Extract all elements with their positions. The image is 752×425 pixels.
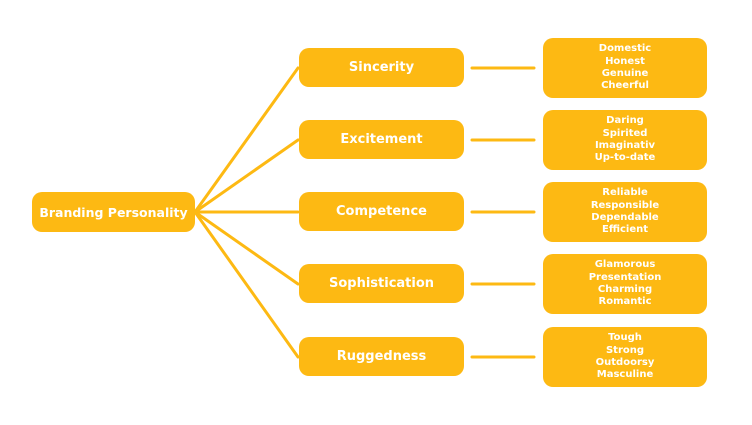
connector-root-sincerity [193,66,300,214]
attribute-item: Efficient [601,224,649,236]
attribute-item: Imaginativ [594,140,656,151]
trait-node-sophistication: Sophistication [299,264,464,303]
root-node: Branding Personality [32,192,195,232]
attribute-item: Domestic [598,43,652,55]
attribute-item: Honest [605,55,645,67]
attribute-item: Genuine [601,68,649,79]
connector-root-excitement [193,138,300,214]
trait-to-detail-connectors [470,66,536,359]
attribute-item: Reliable [602,187,648,199]
attribute-item: Tough [608,332,642,344]
detail-node-sophistication: Glamorous Presentation Charming Romantic [543,254,707,314]
attribute-item: Strong [605,344,645,356]
attribute-item: Romantic [598,296,652,308]
attribute-item: Spirited [602,127,648,139]
detail-node-competence: Reliable Responsible Dependable Efficien… [543,182,707,242]
attribute-item: Glamorous [594,259,656,271]
root-to-trait-connectors [193,66,300,359]
attribute-item: Charming [597,284,653,295]
attribute-item: Dependable [591,212,659,223]
connector-root-ruggedness [193,210,300,359]
trait-node-competence: Competence [299,192,464,231]
attribute-item: Outdoorsy [595,357,655,368]
detail-node-excitement: Daring Spirited Imaginativ Up-to-date [543,110,707,170]
attribute-item: Cheerful [601,80,649,92]
attribute-item: Up-to-date [594,152,656,164]
connector-root-sophistication [193,210,300,286]
detail-node-sincerity: Domestic Honest Genuine Cheerful [543,38,707,98]
attribute-item: Responsible [590,199,660,211]
trait-node-ruggedness: Ruggedness [299,337,464,376]
trait-node-excitement: Excitement [299,120,464,159]
detail-node-ruggedness: Tough Strong Outdoorsy Masculine [543,327,707,387]
attribute-item: Daring [606,115,644,127]
attribute-item: Masculine [596,369,654,381]
attribute-item: Presentation [588,271,662,283]
trait-node-sincerity: Sincerity [299,48,464,87]
